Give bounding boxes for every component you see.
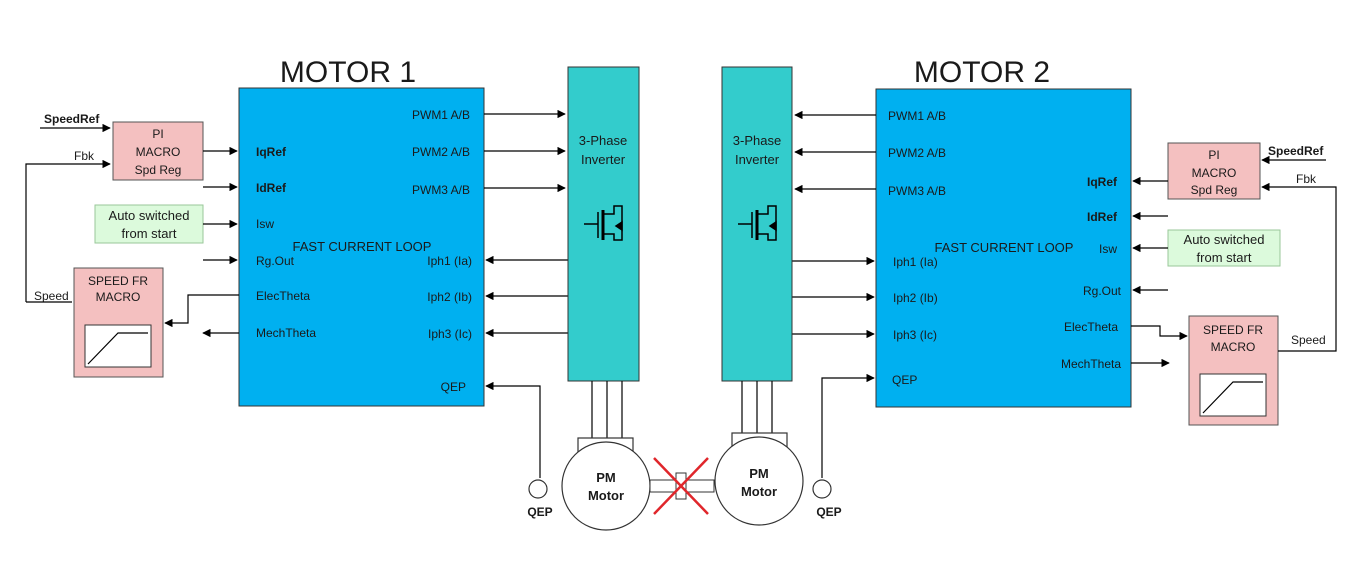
- motor2-pin-iph2: Iph2 (Ib): [893, 291, 938, 305]
- motor1-auto-switched: [94, 204, 204, 244]
- motor1-pm-line1: PM: [596, 470, 616, 485]
- motor1-pin-rgout: Rg.Out: [256, 254, 295, 268]
- motor2-pin-electheta: ElecTheta: [1064, 320, 1118, 334]
- motor1-qep-sensor: [528, 479, 548, 499]
- motor2-ramp-graphic: [1199, 373, 1267, 417]
- motor2-pin-iph1: Iph1 (Ia): [893, 255, 938, 269]
- motor2-speed-label: Speed: [1291, 333, 1326, 347]
- motor2-pin-idref: IdRef: [1087, 210, 1118, 224]
- motor1-pin-pwm1: PWM1 A/B: [412, 108, 470, 122]
- motor1-pin-pwm2: PWM2 A/B: [412, 145, 470, 159]
- motor2-pin-pwm3: PWM3 A/B: [888, 184, 946, 198]
- motor1-pin-pwm3: PWM3 A/B: [412, 183, 470, 197]
- motor2-qep-sensor: [812, 479, 832, 499]
- motor1-speedfr-line1: SPEED FR: [88, 274, 148, 288]
- motor2-current-loop-block: [875, 88, 1132, 408]
- motor2-pin-iqref: IqRef: [1087, 175, 1118, 189]
- motor1-fbk-wire: [25, 159, 111, 302]
- motor2-pi-line3: Spd Reg: [1191, 183, 1238, 197]
- motor2-pin-qep: QEP: [892, 373, 917, 387]
- motor1-title: MOTOR 1: [280, 56, 416, 89]
- motor1-pi-line1: PI: [152, 127, 163, 141]
- motor1-pi-line3: Spd Reg: [135, 163, 182, 177]
- motor2-pi-line1: PI: [1208, 148, 1219, 162]
- motor1-pm-line2: Motor: [588, 488, 624, 503]
- motor1-pin-mechtheta: MechTheta: [256, 326, 316, 340]
- motor1-pi-line2: MACRO: [136, 145, 181, 159]
- motor2-inverter-line2: Inverter: [735, 152, 780, 167]
- motor1-auto-line1: Auto switched: [109, 208, 190, 223]
- motor1-current-loop-block: [238, 87, 485, 407]
- motor2-pm-motor: [714, 436, 804, 526]
- motor2-group: MOTOR 2 FAST CURRENT LOOP PWM1 A/B PWM2 …: [714, 56, 1337, 526]
- motor2-qep-wire: [821, 373, 875, 478]
- motor1-pin-iph3: Iph3 (Ic): [428, 327, 472, 341]
- shaft-coupling: [649, 457, 715, 515]
- motor2-mosfet-icon: [738, 205, 777, 241]
- motor2-pin-isw: Isw: [1099, 242, 1117, 256]
- motor2-speedfr-line2: MACRO: [1211, 340, 1256, 354]
- motor1-pm-motor: [561, 441, 651, 531]
- motor2-auto-line1: Auto switched: [1184, 232, 1265, 247]
- motor1-pin-qep: QEP: [441, 380, 466, 394]
- motor1-speedfr-line2: MACRO: [96, 290, 141, 304]
- motor1-speedref-label: SpeedRef: [44, 112, 100, 126]
- motor1-speed-label: Speed: [34, 289, 69, 303]
- motor1-pin-isw: Isw: [256, 217, 274, 231]
- motor1-mosfet-icon: [584, 205, 623, 241]
- motor1-electheta-wire: [164, 294, 239, 328]
- motor2-auto-line2: from start: [1197, 250, 1252, 265]
- motor2-pin-pwm1: PWM1 A/B: [888, 109, 946, 123]
- motor1-auto-line2: from start: [122, 226, 177, 241]
- motor1-ramp-icon: [87, 332, 148, 365]
- motor2-pi-macro: [1167, 142, 1261, 200]
- motor1-loop-label: FAST CURRENT LOOP: [293, 239, 432, 254]
- motor2-pin-pwm2: PWM2 A/B: [888, 146, 946, 160]
- motor2-loop-label: FAST CURRENT LOOP: [935, 240, 1074, 255]
- motor2-pin-iph3: Iph3 (Ic): [893, 328, 937, 342]
- motor2-electheta-wire: [1131, 325, 1188, 341]
- motor2-fbk-label: Fbk: [1296, 172, 1317, 186]
- motor1-pin-idref: IdRef: [256, 181, 287, 195]
- motor2-fbk-wire: [1261, 182, 1337, 352]
- motor1-pi-macro: [112, 121, 204, 181]
- motor1-inverter-line1: 3-Phase: [579, 133, 627, 148]
- motor1-fbk-label: Fbk: [74, 149, 95, 163]
- motor1-pin-iqref: IqRef: [256, 145, 287, 159]
- motor2-title: MOTOR 2: [914, 56, 1050, 89]
- motor2-pi-line2: MACRO: [1192, 166, 1237, 180]
- motor2-speedref-label: SpeedRef: [1268, 144, 1324, 158]
- motor1-pin-iph2: Iph2 (Ib): [427, 290, 472, 304]
- motor1-pin-electheta: ElecTheta: [256, 289, 310, 303]
- motor2-inverter-line1: 3-Phase: [733, 133, 781, 148]
- motor2-pin-rgout: Rg.Out: [1083, 284, 1122, 298]
- motor1-qep-sensor-label: QEP: [527, 505, 552, 519]
- motor1-ramp-graphic: [84, 324, 152, 368]
- motor2-pm-line1: PM: [749, 466, 769, 481]
- motor2-pm-line2: Motor: [741, 484, 777, 499]
- motor2-speedfr-line1: SPEED FR: [1203, 323, 1263, 337]
- motor1-inverter-line2: Inverter: [581, 152, 626, 167]
- motor1-pin-iph1: Iph1 (Ia): [427, 254, 472, 268]
- motor2-ramp-icon: [1202, 381, 1263, 414]
- motor2-qep-sensor-label: QEP: [816, 505, 841, 519]
- motor2-pin-mechtheta: MechTheta: [1061, 357, 1121, 371]
- motor1-group: MOTOR 1 FAST CURRENT LOOP IqRef IdRef Is…: [25, 56, 651, 531]
- motor1-qep-wire: [485, 381, 541, 478]
